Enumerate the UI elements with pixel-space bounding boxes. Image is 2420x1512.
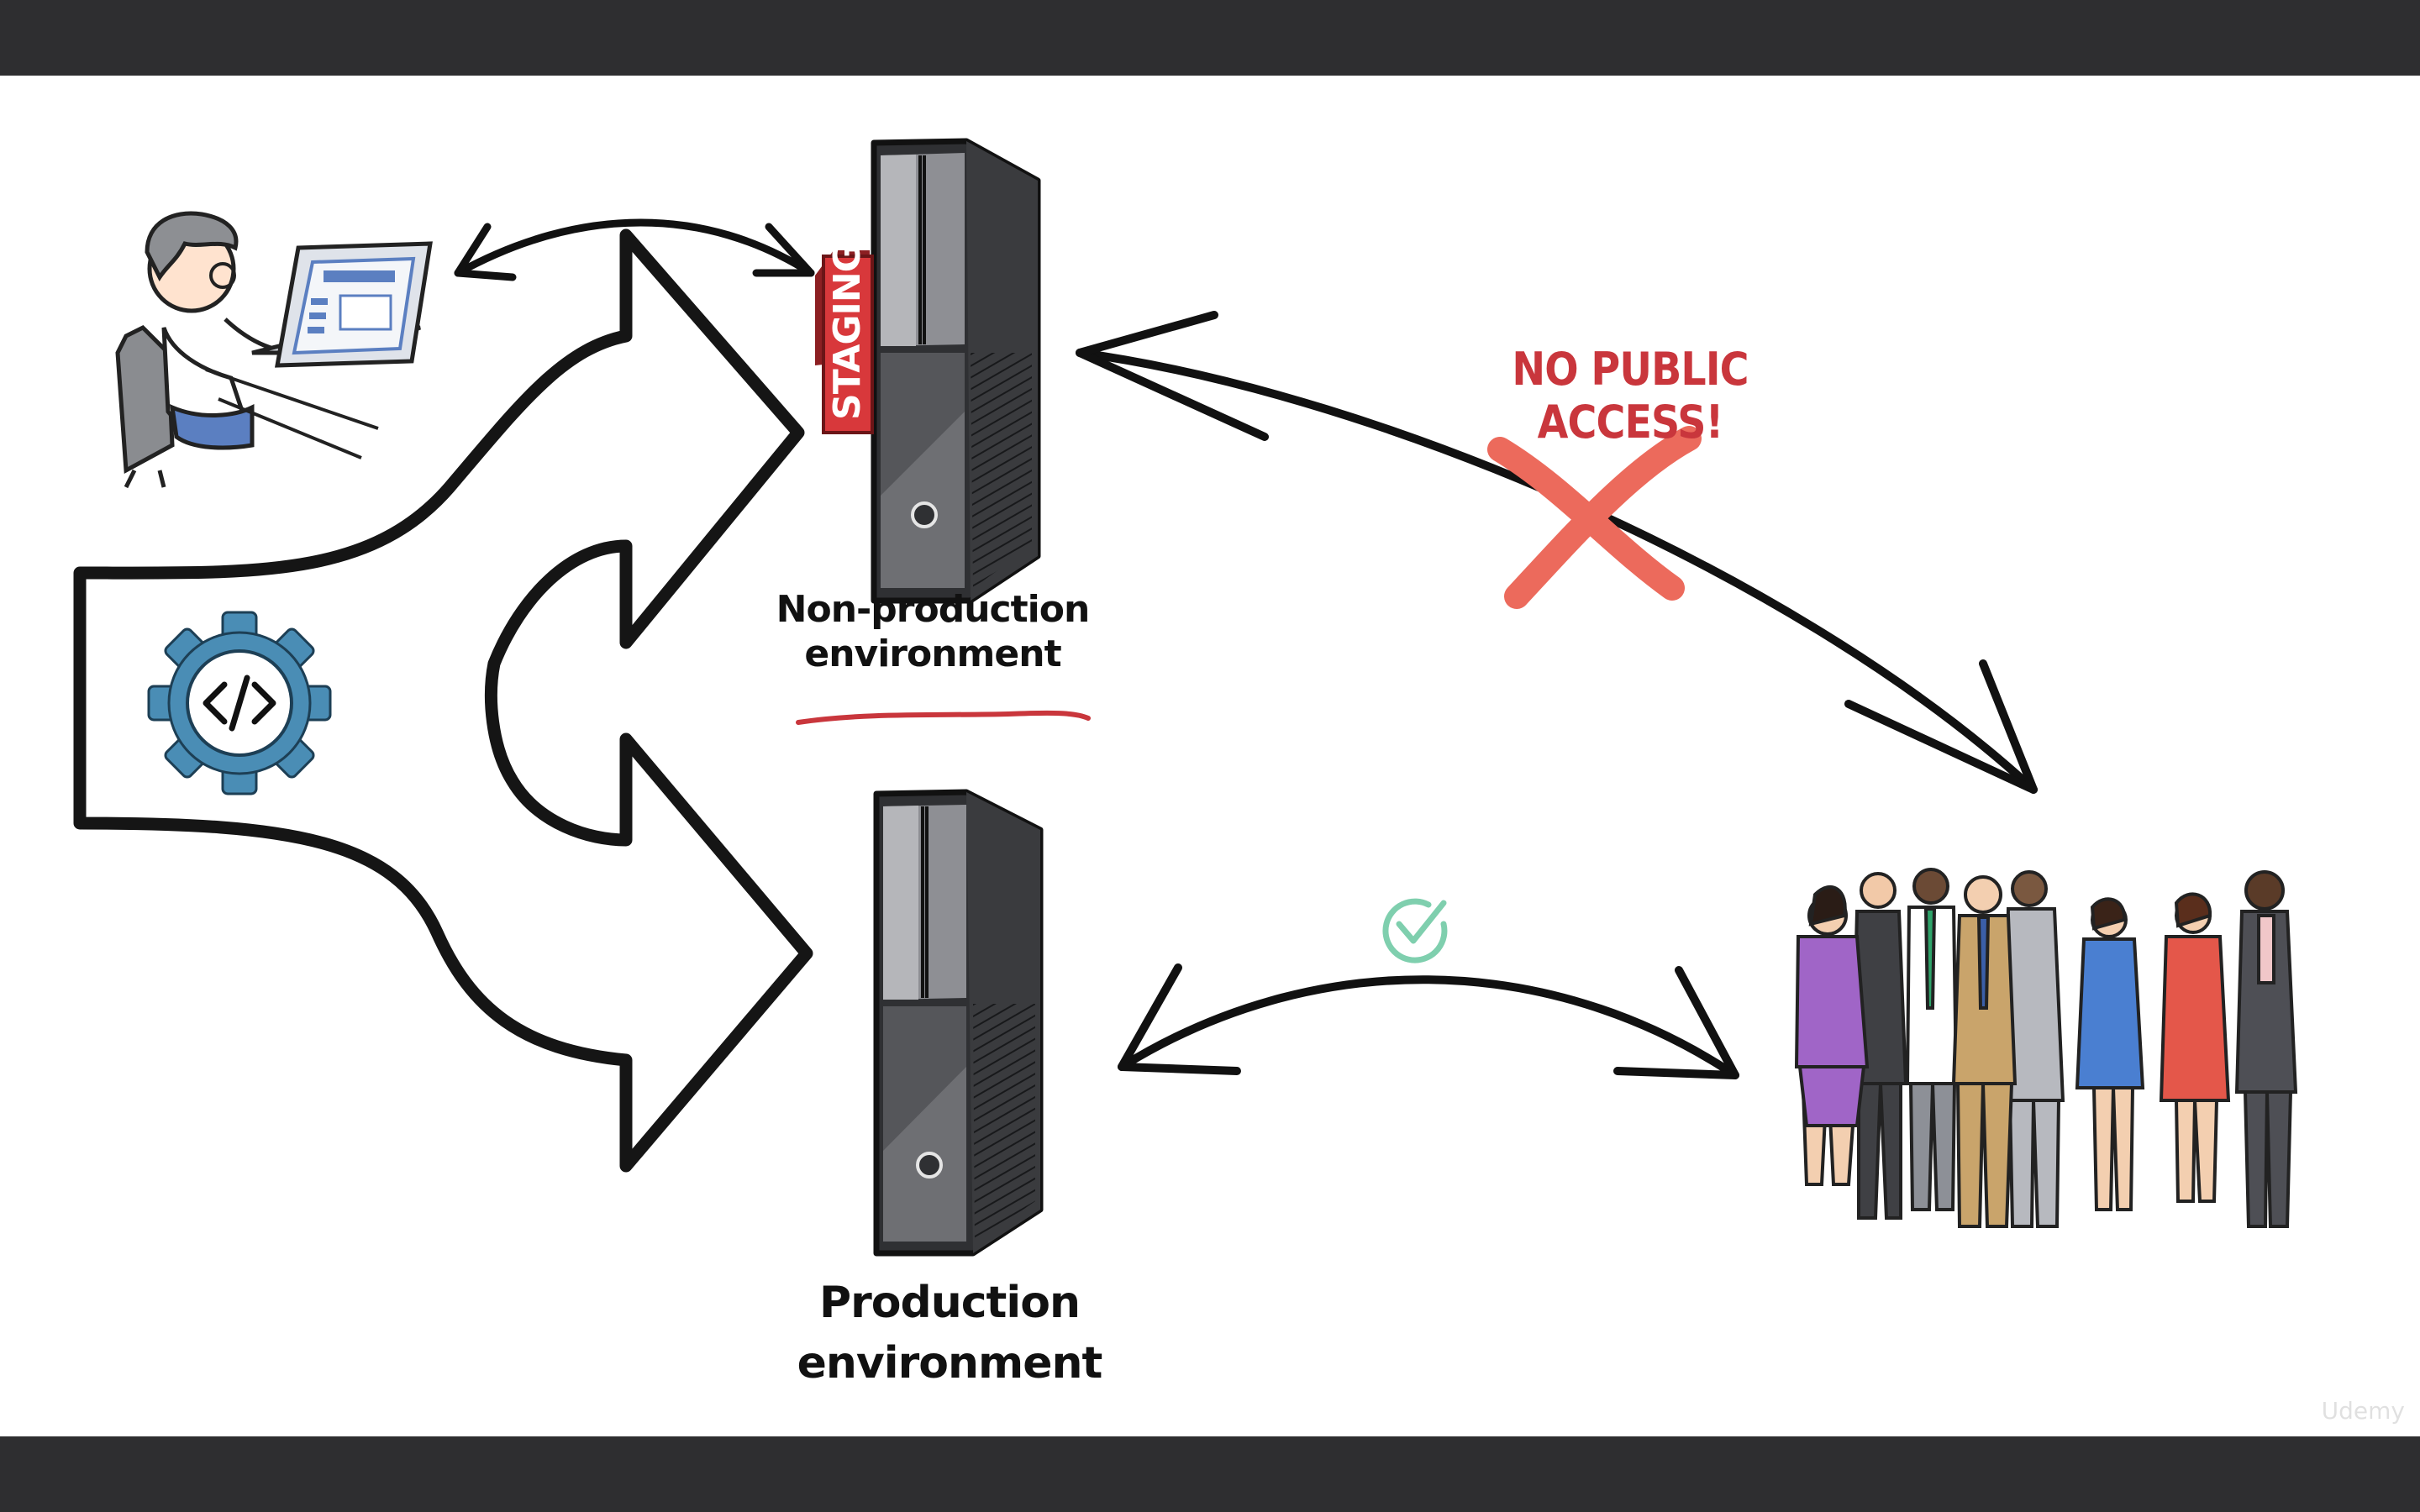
check-circle-icon — [1382, 898, 1448, 963]
slide: STAGING — [0, 76, 2420, 1436]
production-server-icon — [873, 789, 1044, 1257]
staging-tag-text: STAGING — [826, 243, 869, 420]
no-public-access-warning: NO PUBLIC ACCESS! — [1512, 343, 1749, 449]
group-of-people-illustration — [1794, 868, 2298, 1228]
non-production-label-line1: Non-production — [776, 588, 1091, 631]
non-production-underline — [796, 710, 1091, 725]
udemy-watermark: Udemy — [2321, 1397, 2405, 1425]
production-public-arrow — [1118, 975, 1739, 1079]
production-label-line2: environment — [797, 1338, 1103, 1389]
bottom-letterbox — [0, 1436, 2420, 1512]
production-label-line1: Production — [819, 1278, 1081, 1328]
staging-tag: STAGING — [815, 243, 874, 434]
top-letterbox — [0, 0, 2420, 76]
x-mark-icon — [1487, 426, 1702, 609]
diagram-canvas: STAGING — [73, 138, 2298, 1257]
developer-at-laptop-illustration — [115, 211, 433, 489]
staging-server-icon — [871, 138, 1041, 604]
developer-staging-arrow — [454, 218, 815, 277]
code-gear-icon — [147, 611, 332, 795]
forked-arrow — [73, 228, 813, 1173]
non-production-label-line2: environment — [804, 632, 1061, 675]
non-production-label: Non-production environment — [739, 588, 1126, 677]
production-label: Production environment — [748, 1277, 1151, 1390]
